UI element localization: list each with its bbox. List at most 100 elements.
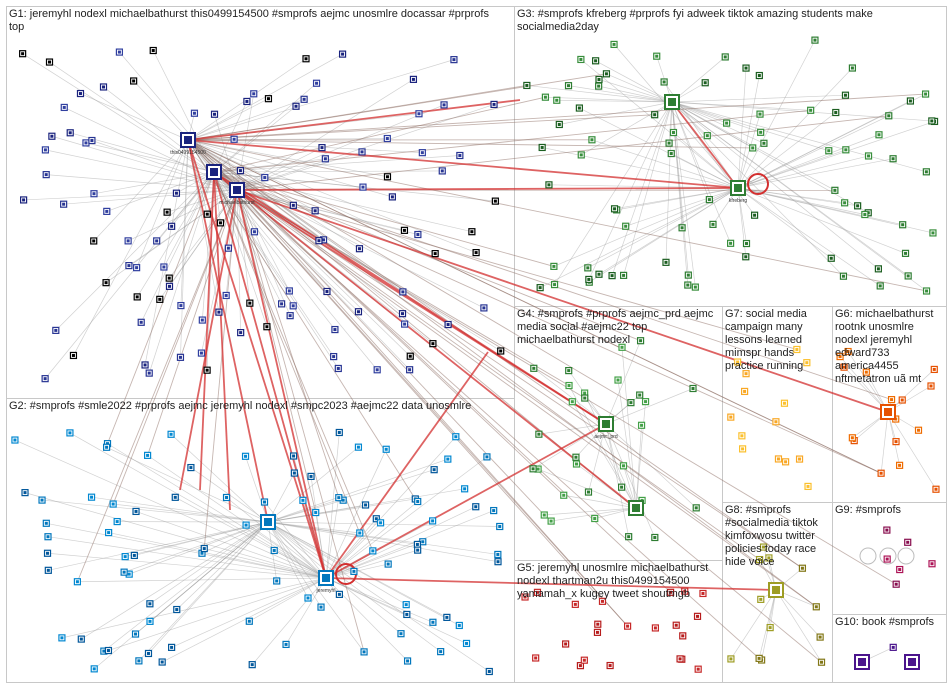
node-core	[323, 157, 327, 161]
node-core	[885, 528, 889, 532]
edge	[236, 147, 323, 191]
node-core	[626, 624, 630, 628]
node-core	[205, 212, 209, 216]
node-core	[570, 400, 574, 404]
edge	[91, 496, 269, 523]
edge	[112, 189, 238, 505]
edge	[76, 189, 238, 582]
edge	[236, 189, 290, 292]
node-core	[48, 60, 52, 64]
node-core	[686, 273, 690, 277]
edge	[236, 104, 445, 191]
edge	[671, 101, 927, 173]
node-core	[320, 146, 324, 150]
edge	[187, 139, 423, 154]
node-core	[818, 635, 822, 639]
node-core	[250, 663, 254, 667]
edge	[563, 494, 637, 509]
node-core	[751, 146, 755, 150]
node-core	[906, 540, 910, 544]
edge	[598, 187, 739, 275]
node-core	[593, 517, 597, 521]
node-core	[644, 400, 648, 404]
edge	[180, 139, 189, 306]
node-core	[102, 649, 106, 653]
node-core	[678, 657, 682, 661]
edge	[14, 439, 327, 579]
node-core	[356, 445, 360, 449]
edge	[107, 171, 215, 444]
edge	[156, 171, 215, 242]
edge	[671, 94, 846, 103]
node-core	[833, 188, 837, 192]
node-core	[205, 368, 209, 372]
edge	[737, 121, 935, 189]
edge	[737, 67, 853, 189]
node-core	[934, 487, 938, 491]
self-loop	[879, 547, 897, 565]
node-core	[146, 453, 150, 457]
edge	[187, 139, 477, 253]
node-core	[408, 354, 412, 358]
node-core	[386, 562, 390, 566]
edge	[887, 411, 937, 490]
node-core	[586, 266, 590, 270]
node-core	[148, 602, 152, 606]
edge	[671, 101, 761, 133]
node-core	[446, 457, 450, 461]
node-core	[336, 366, 340, 370]
node-core	[46, 568, 50, 572]
node-core	[542, 513, 546, 517]
hub-node-core	[668, 98, 676, 106]
edge-strong	[187, 99, 521, 141]
edge	[147, 455, 327, 579]
node-core	[597, 84, 601, 88]
edge	[880, 411, 889, 474]
edge	[671, 101, 829, 152]
edge-strong	[213, 171, 327, 579]
edge	[606, 73, 673, 103]
node-core	[92, 192, 96, 196]
node-core	[901, 223, 905, 227]
node-core	[664, 260, 668, 264]
node-core	[583, 391, 587, 395]
edge	[554, 101, 673, 285]
edge	[605, 340, 641, 425]
node-core	[452, 58, 456, 62]
edge	[737, 155, 869, 189]
node-core	[931, 231, 935, 235]
edge-strong	[187, 139, 739, 189]
edge	[236, 151, 363, 191]
edge	[671, 101, 869, 214]
edge	[187, 114, 655, 141]
node-core	[416, 233, 420, 237]
edge	[737, 68, 747, 189]
node-core	[319, 605, 323, 609]
edge	[187, 59, 455, 141]
node-core	[60, 636, 64, 640]
node-core	[54, 328, 58, 332]
edge	[63, 189, 238, 205]
node-core	[758, 558, 762, 562]
edge	[204, 548, 327, 579]
node-core	[137, 659, 141, 663]
node-core	[597, 77, 601, 81]
node-core	[111, 502, 115, 506]
group-panel-g10	[832, 614, 947, 683]
edge	[213, 171, 485, 309]
node-core	[904, 251, 908, 255]
edge	[236, 189, 340, 498]
node-core	[691, 386, 695, 390]
edge	[737, 187, 858, 207]
node-core	[90, 495, 94, 499]
node-core	[590, 138, 594, 142]
node-core	[564, 642, 568, 646]
node-core	[621, 464, 625, 468]
node-core	[579, 57, 583, 61]
node-core	[43, 148, 47, 152]
edge	[245, 456, 269, 523]
hub-node-core	[884, 408, 892, 416]
edge	[588, 101, 673, 280]
node-core	[694, 506, 698, 510]
edge	[167, 189, 238, 213]
